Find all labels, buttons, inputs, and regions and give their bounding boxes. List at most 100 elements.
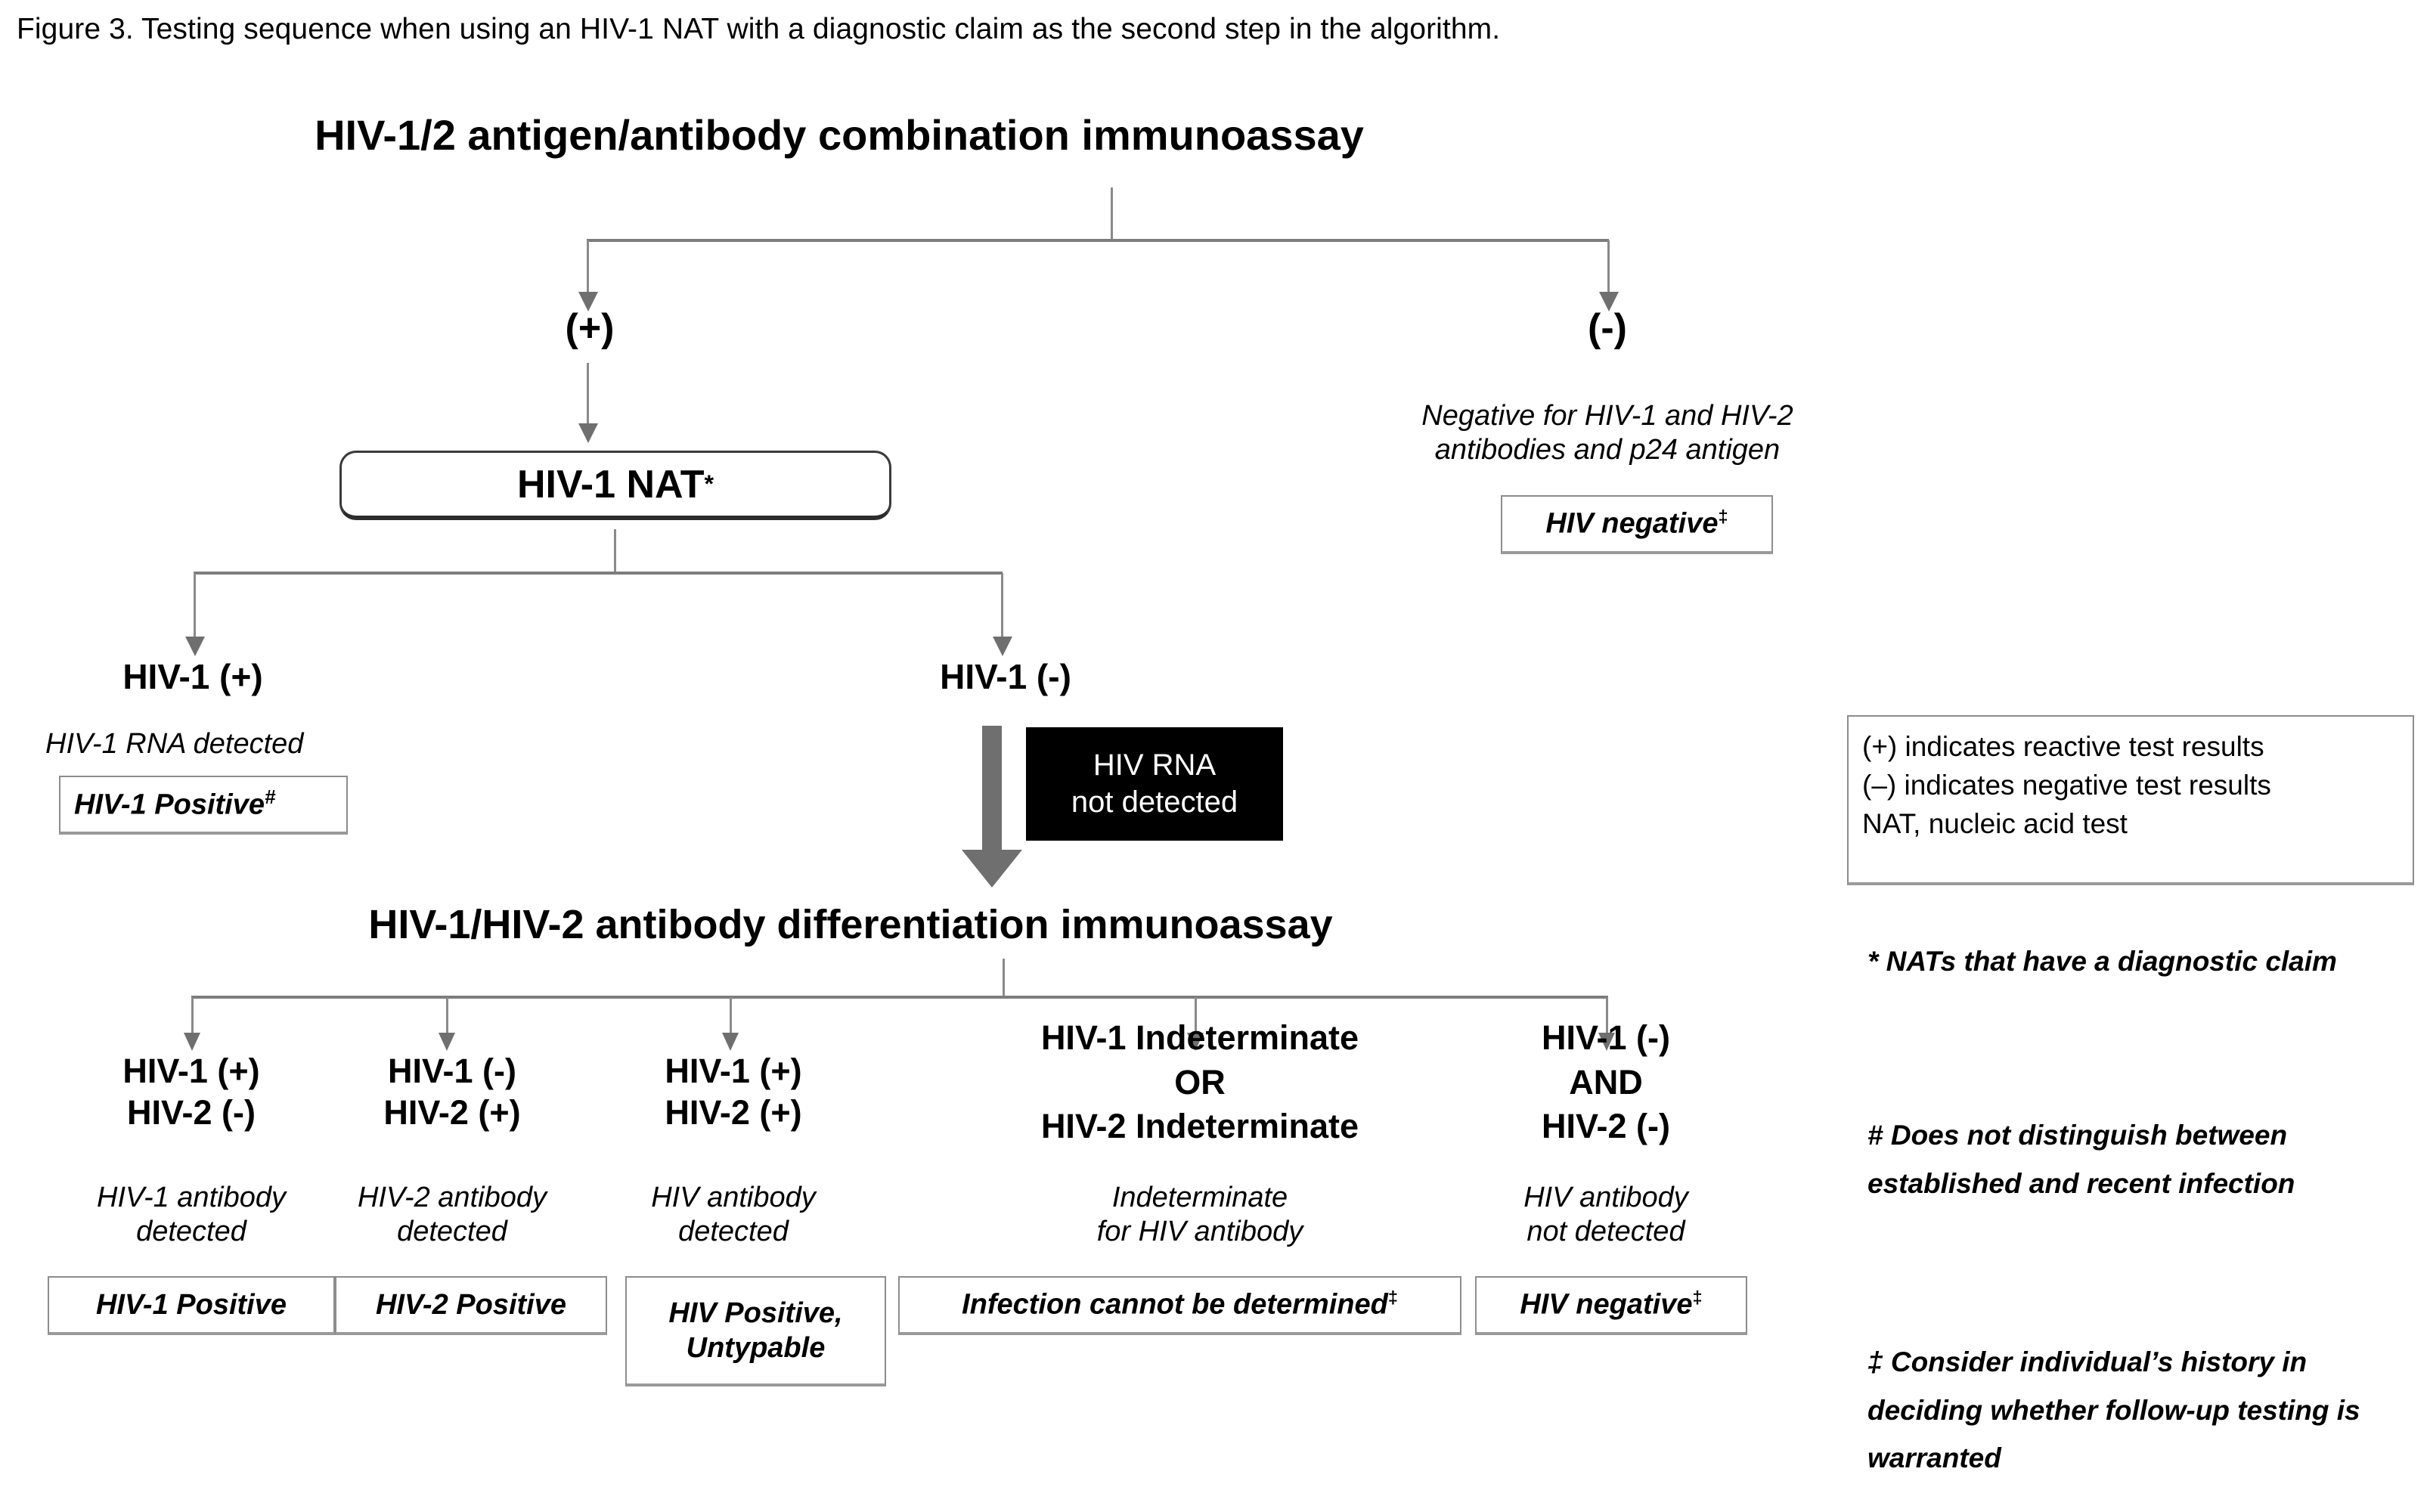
- nat-right-drop: [1001, 573, 1003, 638]
- outcome-col-3-label: HIV Positive, Untypable: [668, 1297, 843, 1364]
- outcome-col-1-label: HIV-1 Positive: [95, 1288, 287, 1321]
- positive-to-nat-line: [587, 363, 589, 426]
- diff-arrow-4-icon: [1187, 1033, 1204, 1051]
- black-box-line2: not detected: [1071, 785, 1238, 819]
- diff-arrow-1-icon: [184, 1033, 200, 1051]
- footnote-asterisk: * NATs that have a diagnostic claim: [1867, 946, 2337, 977]
- top-right-arrow-icon: [1599, 292, 1619, 311]
- diff-stem-line: [1003, 959, 1005, 998]
- diff-col-2-desc-line-1: HIV-2 antibody: [358, 1182, 547, 1213]
- diff-col-3-desc-line-2: detected: [678, 1215, 789, 1247]
- outcome-box-col-3[interactable]: HIV Positive, Untypable: [625, 1276, 886, 1387]
- nat-left-arrow-icon: [185, 637, 205, 656]
- top-split-bar: [587, 239, 1609, 242]
- diff-drop-4: [1195, 997, 1197, 1034]
- diff-col-5-description: HIV antibody not detected: [1470, 1181, 1742, 1249]
- outcome-col-2-label: HIV-2 Positive: [375, 1288, 566, 1321]
- diff-arrow-3-icon: [722, 1033, 739, 1051]
- diff-col-3-desc-line-1: HIV antibody: [651, 1182, 816, 1213]
- negative-sign-label: (-): [1588, 306, 1627, 350]
- outcome-box-hiv-negative-top[interactable]: HIV negative‡: [1501, 495, 1773, 554]
- black-box-line1: HIV RNA: [1093, 748, 1217, 782]
- hiv1-nat-box[interactable]: HIV-1 NAT*: [339, 451, 891, 520]
- diff-col-3-results: HIV-1 (+) HIV-2 (+): [597, 1051, 869, 1134]
- diff-col-1-description: HIV-1 antibody detected: [55, 1181, 327, 1249]
- diff-col-4-description: Indeterminate for HIV antibody: [962, 1181, 1438, 1249]
- diff-col-4-result-line-1: HIV-1 Indeterminate: [1040, 1018, 1359, 1057]
- nat-box-marker: *: [704, 470, 714, 497]
- diff-col-2-description: HIV-2 antibody detected: [316, 1181, 588, 1249]
- outcome-box-hiv1-positive-nat[interactable]: HIV-1 Positive#: [59, 776, 348, 835]
- nat-negative-thick-arrow-head-icon: [962, 850, 1022, 888]
- legend-line-3: NAT, nucleic acid test: [1862, 808, 2128, 840]
- diff-col-5-result-line-1: HIV-1 (-): [1541, 1018, 1670, 1057]
- outcome-hiv1-positive-nat-marker: #: [265, 786, 276, 808]
- negative-description-line1: Negative for HIV-1 and HIV-2: [1421, 400, 1793, 432]
- diff-col-5-result-line-2: AND: [1569, 1062, 1643, 1101]
- legend-line-1: (+) indicates reactive test results: [1862, 731, 2264, 762]
- diff-col-1-results: HIV-1 (+) HIV-2 (-): [55, 1051, 327, 1134]
- nat-positive-description: HIV-1 RNA detected: [45, 728, 304, 760]
- outcome-box-col-5[interactable]: HIV negative‡: [1475, 1276, 1747, 1335]
- diff-assay-title: HIV-1/HIV-2 antibody differentiation imm…: [368, 902, 1333, 947]
- diff-split-bar: [191, 996, 1608, 999]
- legend-box: (+) indicates reactive test results (–) …: [1847, 715, 2414, 885]
- diff-col-1-desc-line-2: detected: [136, 1215, 246, 1247]
- diff-col-3-result-line-1: HIV-1 (+): [665, 1052, 802, 1090]
- diff-col-5-desc-line-1: HIV antibody: [1523, 1182, 1688, 1213]
- diff-col-4-result-line-2: OR: [1174, 1062, 1226, 1101]
- negative-description: Negative for HIV-1 and HIV-2 antibodies …: [1353, 399, 1861, 467]
- diff-col-5-result-line-3: HIV-2 (-): [1541, 1107, 1670, 1145]
- diff-drop-1: [191, 997, 194, 1034]
- diff-col-4-results: HIV-1 Indeterminate OR HIV-2 Indetermina…: [962, 1016, 1438, 1149]
- diff-col-2-desc-line-2: detected: [397, 1215, 507, 1247]
- legend-line-2: (–) indicates negative test results: [1862, 770, 2271, 801]
- footnote-dagger: ‡ Consider individual’s history in decid…: [1867, 1346, 2360, 1474]
- footnote-hash: # Does not distinguish between establish…: [1867, 1120, 2295, 1199]
- nat-negative-thick-arrow-shaft: [982, 726, 1002, 856]
- outcome-hiv-negative-top-label: HIV negative: [1545, 508, 1719, 541]
- outcome-box-col-4[interactable]: Infection cannot be determined‡: [898, 1276, 1461, 1335]
- diff-col-4-desc-line-2: for HIV antibody: [1096, 1215, 1303, 1247]
- nat-split-bar: [194, 572, 1003, 575]
- diff-arrow-2-icon: [439, 1033, 455, 1051]
- outcome-hiv-negative-top-marker: ‡: [1718, 507, 1728, 527]
- diff-col-4-desc-line-1: Indeterminate: [1111, 1182, 1288, 1213]
- outcome-box-col-1[interactable]: HIV-1 Positive: [48, 1276, 335, 1335]
- diff-col-3-result-line-2: HIV-2 (+): [665, 1092, 802, 1132]
- outcome-hiv1-positive-nat-label: HIV-1 Positive: [74, 789, 265, 821]
- diff-col-5-results: HIV-1 (-) AND HIV-2 (-): [1470, 1016, 1742, 1149]
- diff-col-5-desc-line-2: not detected: [1526, 1215, 1685, 1247]
- diff-col-2-result-line-1: HIV-1 (-): [387, 1052, 516, 1090]
- diff-col-1-result-line-1: HIV-1 (+): [122, 1052, 260, 1090]
- top-stem-line: [1111, 187, 1113, 240]
- top-right-drop: [1607, 240, 1610, 293]
- hiv-rna-not-detected-box: HIV RNA not detected: [1026, 727, 1283, 841]
- diff-col-3-description: HIV antibody detected: [597, 1181, 869, 1249]
- diff-drop-2: [446, 997, 448, 1034]
- diff-col-2-result-line-2: HIV-2 (+): [383, 1092, 521, 1132]
- outcome-col-4-marker: ‡: [1387, 1287, 1398, 1308]
- positive-sign-label: (+): [565, 306, 615, 350]
- negative-description-line2: antibodies and p24 antigen: [1434, 433, 1781, 466]
- positive-to-nat-arrow-icon: [578, 423, 598, 443]
- diff-col-1-result-line-2: HIV-2 (-): [126, 1092, 256, 1132]
- outcome-box-col-2[interactable]: HIV-2 Positive: [335, 1276, 607, 1335]
- diff-drop-3: [730, 997, 732, 1034]
- nat-left-drop: [194, 573, 196, 638]
- top-left-arrow-icon: [578, 292, 598, 311]
- top-left-drop: [587, 240, 589, 293]
- diff-col-2-results: HIV-1 (-) HIV-2 (+): [316, 1051, 588, 1134]
- outcome-col-5-marker: ‡: [1692, 1287, 1703, 1308]
- nat-right-arrow-icon: [993, 637, 1012, 656]
- nat-box-label: HIV-1 NAT: [516, 462, 705, 507]
- diff-arrow-5-icon: [1598, 1033, 1615, 1051]
- nat-negative-label: HIV-1 (-): [940, 657, 1071, 696]
- top-assay-title: HIV-1/2 antigen/antibody combination imm…: [315, 111, 1364, 159]
- nat-stem-line: [614, 529, 616, 573]
- diff-drop-5: [1606, 997, 1608, 1034]
- outcome-col-4-label: Infection cannot be determined: [962, 1289, 1388, 1321]
- outcome-col-5-label: HIV negative: [1520, 1289, 1693, 1321]
- figure-caption: Figure 3. Testing sequence when using an…: [17, 13, 1501, 45]
- diff-col-4-result-line-3: HIV-2 Indeterminate: [1040, 1107, 1359, 1145]
